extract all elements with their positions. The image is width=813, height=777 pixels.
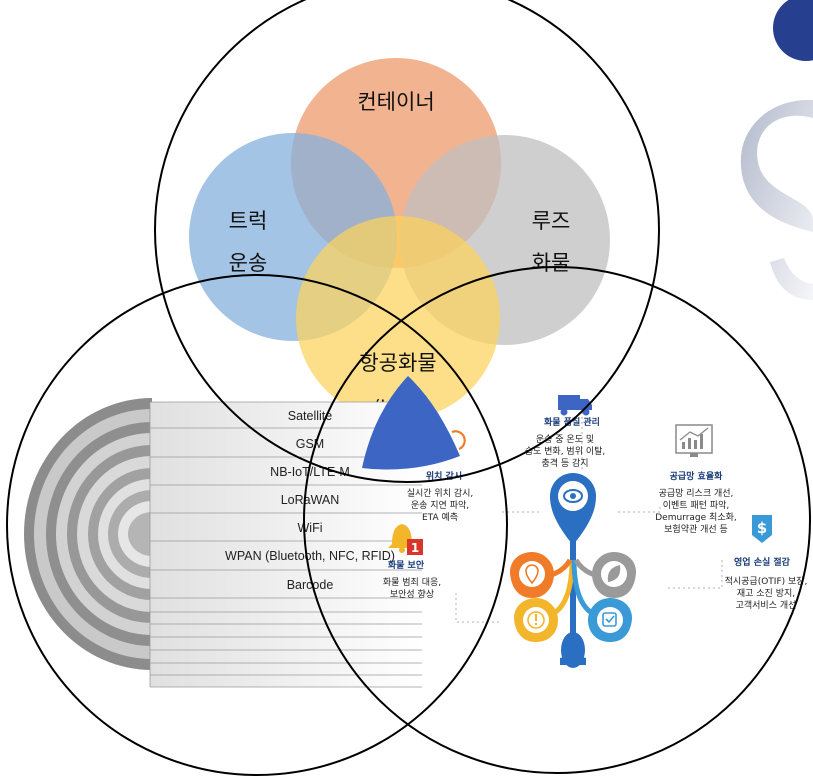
benefit-supply-chain-line2: 이벤트 패턴 파악, xyxy=(663,499,730,511)
tier-wpan: WPAN (Bluetooth, NFC, RFID) xyxy=(225,549,395,563)
cargo-type-venn: 컨테이너 트럭 운송 루즈 화물 항공화물 (ULD) xyxy=(189,58,610,420)
benefit-supply-chain-line4: 보험약관 개선 등 xyxy=(664,523,728,535)
outer-circle-benefits xyxy=(303,266,811,774)
benefit-loss-title: 영업 손실 절감 xyxy=(734,556,791,568)
benefit-supply-chain-line1: 공급망 리스크 개선, xyxy=(659,488,734,499)
label-truck-line1: 트럭 xyxy=(229,209,268,233)
center-intersection xyxy=(362,376,460,470)
chart-monitor-icon xyxy=(675,424,713,457)
benefit-location-title: 위치 감시 xyxy=(426,470,462,482)
benefit-location-line2: 운송 지연 파악, xyxy=(411,499,469,511)
tier-gsm: GSM xyxy=(296,437,324,451)
alert-icon xyxy=(514,598,558,642)
benefit-location-line3: ETA 예측 xyxy=(422,512,458,523)
benefit-loss-line2: 재고 소진 방지, xyxy=(737,588,795,599)
svg-text:$: $ xyxy=(757,519,767,537)
benefit-cargo-quality-title: 화물 품질 관리 xyxy=(544,416,600,428)
benefit-cargo-quality-line2: 습도 변화, 범위 이탈, xyxy=(525,446,606,457)
outer-circles xyxy=(6,0,811,776)
tier-satellite: Satellite xyxy=(288,409,333,423)
benefits-panel: $ 1 화물 품질 관리 운송 중 온도 및 습도 변화, 범위 이탈, 충격 … xyxy=(383,395,808,668)
label-truck-line2: 운송 xyxy=(229,251,268,275)
checklist-icon xyxy=(588,598,632,642)
leaf-icon xyxy=(592,552,636,598)
benefit-supply-chain-line3: Demurrage 최소화, xyxy=(655,512,737,523)
label-air: 항공화물 xyxy=(359,351,436,375)
location-marker-icon xyxy=(451,430,466,451)
outer-circle-cargo-types xyxy=(154,0,660,483)
benefit-security-line1: 화물 범죄 대응, xyxy=(383,577,441,588)
benefit-security-title: 화물 보안 xyxy=(388,559,425,571)
tier-barcode: Barcode xyxy=(287,578,334,592)
background-decoration xyxy=(740,0,813,301)
label-loose-line1: 루즈 xyxy=(532,209,571,233)
outer-circle-network xyxy=(6,274,508,776)
benefit-loss-line1: 적시공급(OTIF) 보장, xyxy=(725,575,808,587)
tier-wifi: WiFi xyxy=(298,521,323,535)
benefit-cargo-quality-line1: 운송 중 온도 및 xyxy=(536,433,594,445)
label-container: 컨테이너 xyxy=(357,90,434,114)
benefit-security-line2: 보안성 향상 xyxy=(390,588,434,600)
bell-alert-icon: 1 xyxy=(388,524,423,555)
tier-nbiot: NB-IoT/LTE-M xyxy=(270,465,350,479)
benefit-location-line1: 실시간 위치 감시, xyxy=(407,487,474,499)
alert-badge-count: 1 xyxy=(411,541,419,555)
benefit-cargo-quality-line3: 충격 등 감지 xyxy=(541,457,588,469)
eye-icon xyxy=(550,473,596,545)
benefit-loss-line3: 고객서비스 개선 xyxy=(736,600,797,611)
tier-arcs xyxy=(24,398,152,670)
location-pin-icon xyxy=(510,552,554,598)
label-loose-line2: 화물 xyxy=(532,251,571,275)
benefit-supply-chain-title: 공급망 효율화 xyxy=(670,470,724,482)
network-tiers-panel: Satellite GSM NB-IoT/LTE-M LoRaWAN WiFi … xyxy=(24,398,422,688)
dollar-icon: $ xyxy=(752,515,772,543)
tier-lorawan: LoRaWAN xyxy=(281,493,340,507)
